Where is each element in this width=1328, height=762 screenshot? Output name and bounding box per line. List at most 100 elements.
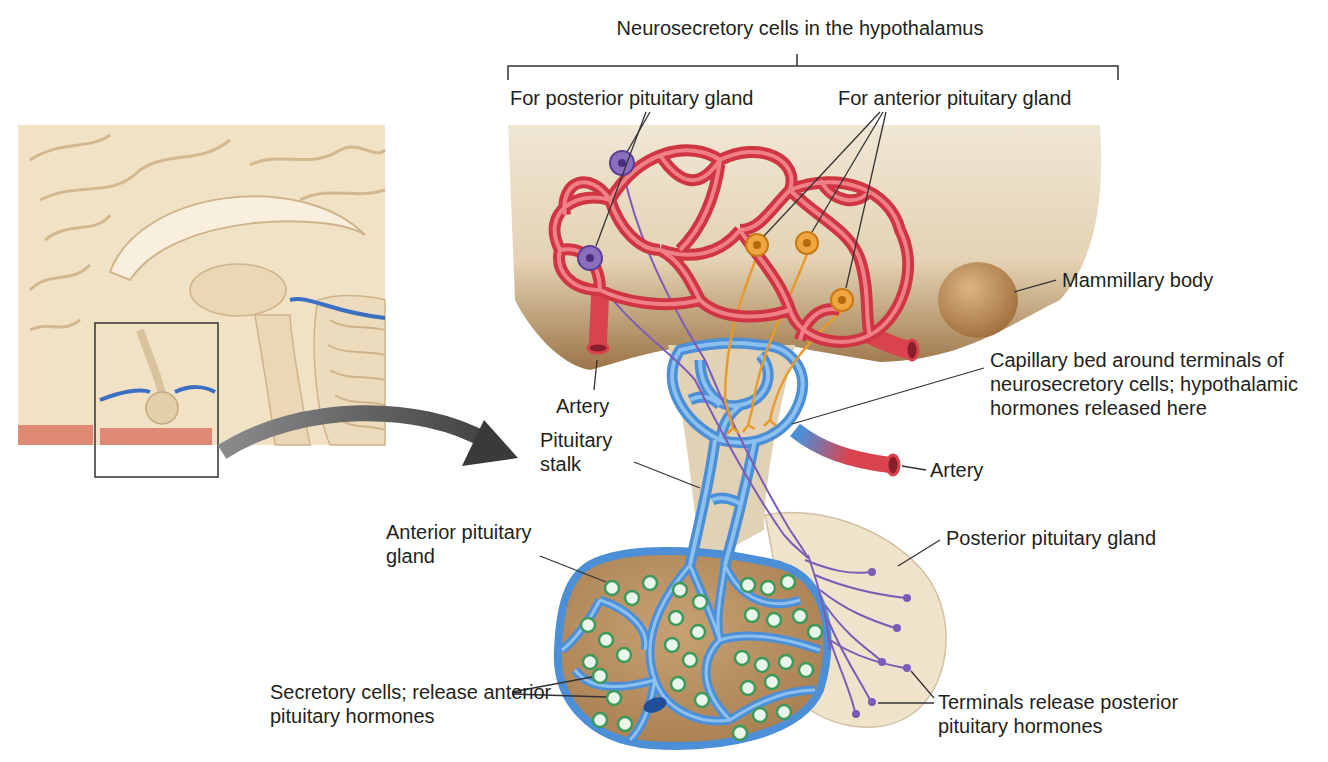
leader-lines [512,112,1056,703]
leader-line [898,540,940,566]
brain-inset-ground [18,125,385,445]
secretory-cell [695,693,709,707]
axon-terminal [893,624,901,632]
secretory-cell [593,713,607,727]
part-label: For posterior pituitary gland [510,86,810,110]
secretory-cell [593,669,607,683]
axon [624,175,808,558]
neuron-nucleus [586,254,594,262]
neuron-nucleus [753,241,761,249]
secretory-cell [581,618,595,632]
anterior-vessels [562,565,820,740]
neuron-nucleus [618,159,626,167]
secretory-cell [691,625,705,639]
secretory-cell [733,726,747,740]
axon-branch [820,590,895,628]
artery-opening [887,455,899,475]
part-label: Posterior pituitary gland [946,526,1226,550]
neuron [796,232,818,254]
part-label: Terminals release posterior pituitary ho… [938,690,1228,738]
secretory-cell [793,609,807,623]
leader-line [902,466,926,470]
inset-stalk [140,330,162,395]
axon-terminal [868,698,876,706]
artery-opening [588,343,608,353]
zoom-arrow-head [462,420,518,466]
secretory-cell [599,633,613,647]
secretory-cell [673,583,687,597]
anterior-pituitary [558,551,828,746]
hypothalamus [508,125,1101,370]
secretory-cell [781,575,795,589]
secretory-cell [605,581,619,595]
vein-opening [641,694,668,715]
secretory-cell [671,677,685,691]
axon-branch [830,640,855,712]
heading-label: Neurosecretory cells in the hypothalamus [540,16,1060,40]
secretory-cell [617,648,631,662]
bracket [508,54,1118,80]
artery-opening [906,340,918,360]
part-label: For anterior pituitary gland [838,86,1128,110]
secretory-cell [753,708,767,722]
secretory-cells [581,575,822,740]
axon-terminal [868,568,876,576]
anterior-vessels-highlight [562,565,820,740]
axon-branch [805,560,870,573]
secretory-cell [735,651,749,665]
axon-branch [828,620,870,700]
part-label: Pituitary stalk [540,428,640,476]
leader-line [596,112,646,246]
inset-frame [95,323,218,477]
neuron [578,246,602,270]
part-label: Mammillary body [1062,268,1262,292]
part-label: Artery [930,458,1010,482]
secretory-cell [779,655,793,669]
inset-vein [290,299,385,318]
mammillary-body [938,262,1018,338]
secretory-cell [767,613,781,627]
secretory-cell [808,625,822,639]
inset-bone [18,425,93,445]
secretory-cell [643,576,657,590]
part-label: Artery [556,394,636,418]
leader-line [540,556,606,582]
axon-terminal [852,710,860,718]
axon-terminal [903,594,911,602]
secretory-cell [741,578,755,592]
axon [808,555,830,650]
neuron [831,289,853,311]
leader-line [594,360,597,390]
secretory-cell [741,681,755,695]
inset-bone [100,428,212,445]
leader-line [911,671,934,698]
secretory-cell [618,717,632,731]
secretory-cell [799,663,813,677]
secretory-cell [669,611,683,625]
inset-pituitary [146,392,178,424]
artery-right [795,430,890,465]
axon-terminal [903,664,911,672]
leader-line [634,462,700,488]
axon-branch [815,575,905,598]
part-label: Anterior pituitary gland [386,520,536,568]
secretory-cell [777,705,791,719]
axon-terminal [878,658,886,666]
neuron-nucleus [803,239,811,247]
thalamus [190,264,286,316]
secretory-cell [607,691,621,705]
leader-line [792,368,984,424]
inset-vessels [100,387,215,400]
zoom-arrow [222,413,488,452]
secretory-cell [765,675,779,689]
axon-terminals [852,568,911,718]
secretory-cell [665,638,679,652]
secretory-cell [761,581,775,595]
secretory-cell [583,655,597,669]
secretory-cell [683,653,697,667]
secretory-cell [755,658,769,672]
axon-terminal-branches [727,420,776,434]
artery-left [598,290,600,346]
